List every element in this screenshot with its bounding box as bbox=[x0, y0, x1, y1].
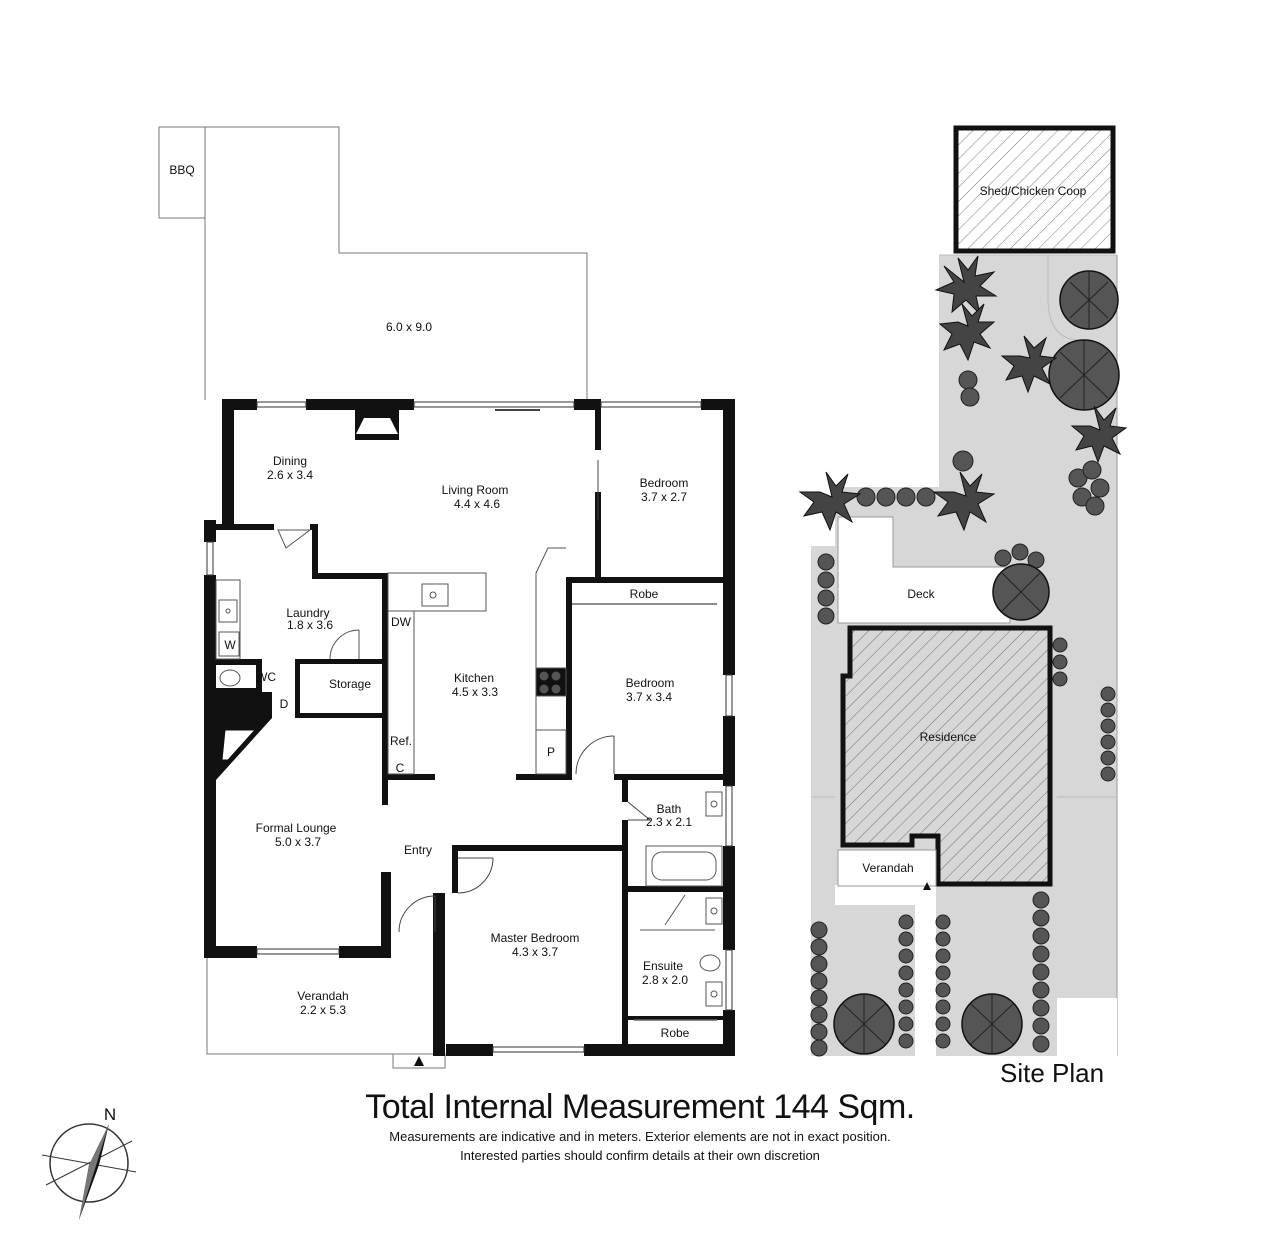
dw-label: DW bbox=[391, 615, 412, 629]
bath-dims: 2.3 x 2.1 bbox=[646, 815, 692, 829]
site-plan bbox=[798, 125, 1128, 1057]
shed-label: Shed/Chicken Coop bbox=[980, 184, 1087, 198]
exterior-walls bbox=[204, 399, 735, 1056]
storage-label: Storage bbox=[329, 677, 371, 691]
dining-dims: 2.6 x 3.4 bbox=[267, 468, 313, 482]
d-label: D bbox=[280, 697, 289, 711]
doors bbox=[398, 409, 652, 933]
bath-fixtures bbox=[640, 791, 723, 1007]
ensuite-name: Ensuite bbox=[643, 959, 683, 973]
deck-label: Deck bbox=[907, 587, 935, 601]
patio-outline bbox=[158, 126, 588, 400]
robe1-label: Robe bbox=[630, 587, 659, 601]
laundry-fixtures bbox=[215, 529, 360, 687]
living-name: Living Room bbox=[442, 483, 509, 497]
bedroom2-name: Bedroom bbox=[626, 676, 675, 690]
dining-name: Dining bbox=[273, 454, 307, 468]
master-name: Master Bedroom bbox=[491, 931, 580, 945]
bedroom2-dims: 3.7 x 3.4 bbox=[626, 690, 672, 704]
compass-north-label: N bbox=[104, 1105, 116, 1124]
room-labels: BBQ 6.0 x 9.0 Dining 2.6 x 3.4 Living Ro… bbox=[104, 163, 1087, 1124]
laundry-name: Laundry bbox=[286, 606, 329, 620]
robe2-label: Robe bbox=[661, 1026, 690, 1040]
ref-label: Ref. bbox=[390, 734, 412, 748]
bbq-label: BBQ bbox=[169, 163, 194, 177]
windows bbox=[206, 401, 733, 1053]
disclaimer-line-1: Measurements are indicative and in meter… bbox=[389, 1129, 891, 1144]
total-measurement: Total Internal Measurement 144 Sqm. bbox=[365, 1088, 915, 1126]
bedroom1-name: Bedroom bbox=[640, 476, 689, 490]
kitchen-dims: 4.5 x 3.3 bbox=[452, 685, 498, 699]
robe-lines bbox=[572, 603, 717, 1021]
kitchen-name: Kitchen bbox=[454, 671, 494, 685]
formal-lounge-dims: 5.0 x 3.7 bbox=[275, 835, 321, 849]
patio-dims-label: 6.0 x 9.0 bbox=[386, 320, 432, 334]
verandah-outline bbox=[206, 958, 446, 1069]
master-dims: 4.3 x 3.7 bbox=[512, 945, 558, 959]
compass bbox=[41, 1123, 137, 1220]
site-plan-title: Site Plan bbox=[1000, 1058, 1105, 1088]
entry-label: Entry bbox=[404, 843, 432, 857]
verandah-dims: 2.2 x 5.3 bbox=[300, 1003, 346, 1017]
formal-lounge-name: Formal Lounge bbox=[256, 821, 337, 835]
entry-arrow bbox=[414, 1056, 424, 1066]
c-label: C bbox=[396, 761, 405, 775]
living-dims: 4.4 x 4.6 bbox=[454, 497, 500, 511]
site-verandah-label: Verandah bbox=[862, 861, 913, 875]
wc-label: WC bbox=[256, 670, 276, 684]
disclaimer-line-2: Interested parties should confirm detail… bbox=[460, 1148, 820, 1163]
bath-name: Bath bbox=[657, 802, 682, 816]
laundry-dims: 1.8 x 3.6 bbox=[287, 618, 333, 632]
ensuite-dims: 2.8 x 2.0 bbox=[642, 973, 688, 987]
p-label: P bbox=[547, 745, 555, 759]
fireplace bbox=[346, 399, 408, 440]
verandah-name: Verandah bbox=[297, 989, 348, 1003]
residence-label: Residence bbox=[920, 730, 977, 744]
w-label: W bbox=[224, 638, 236, 652]
bedroom1-dims: 3.7 x 2.7 bbox=[641, 490, 687, 504]
kitchen-fixtures bbox=[387, 547, 567, 775]
